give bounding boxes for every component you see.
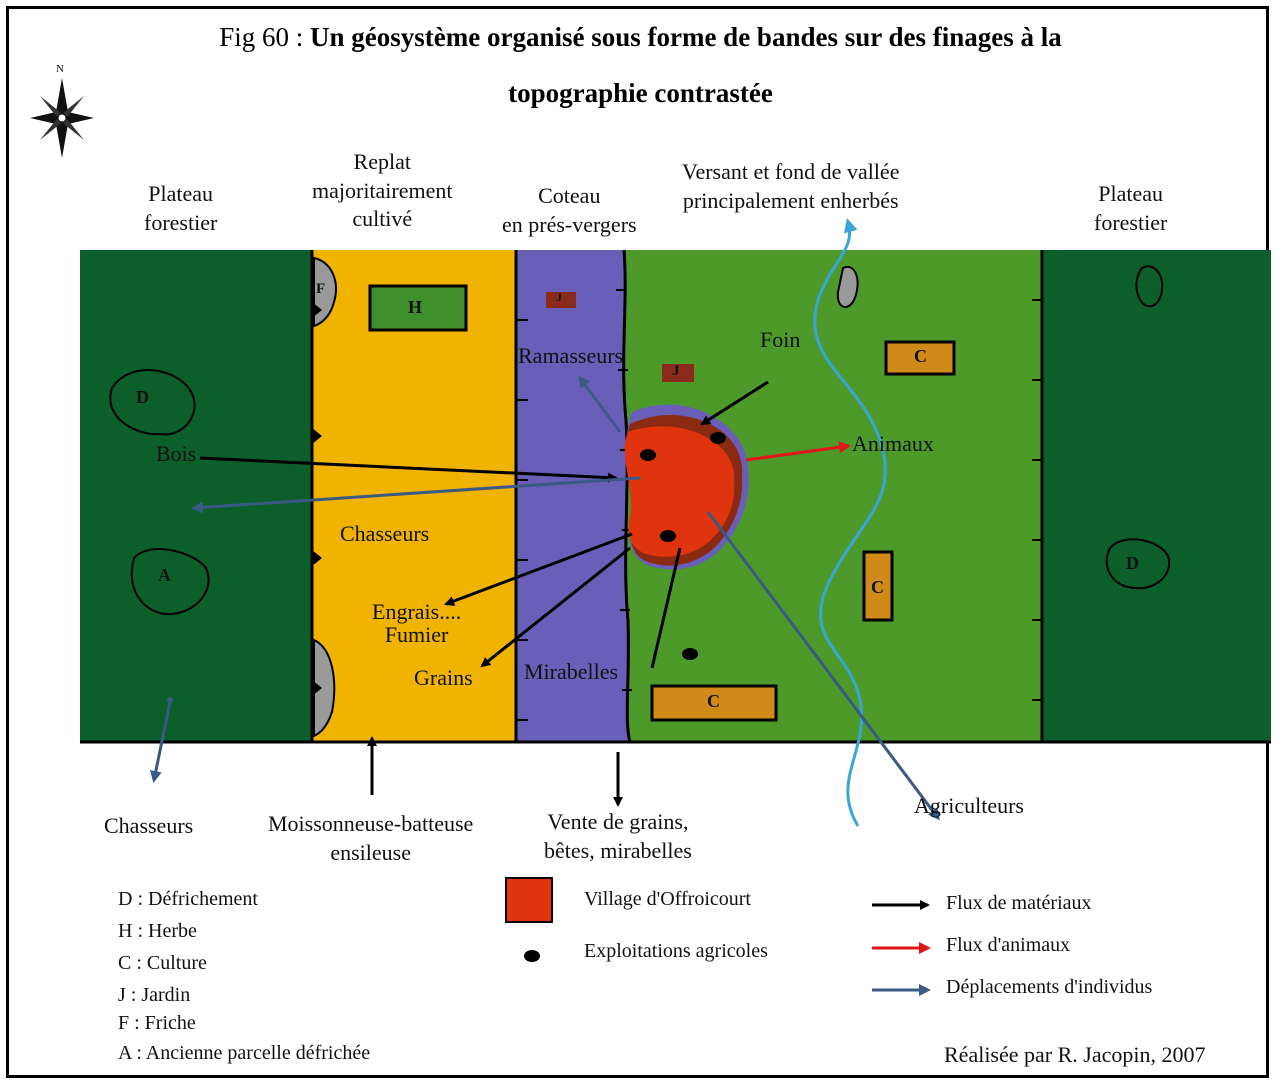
label-moissonneuse-line: ensileuse — [330, 839, 411, 865]
legend-farm-dot — [524, 950, 540, 962]
band-borders — [80, 249, 1271, 744]
figure-title-bold-2: topographie contrastée — [508, 78, 773, 108]
plot-culture — [650, 684, 778, 722]
chasseurs-origin-dot — [167, 697, 173, 703]
legend-code-item: A : Ancienne parcelle défrichée — [118, 1042, 371, 1064]
zone-label-line: majoritairement — [312, 177, 453, 203]
clearing-a — [131, 548, 210, 616]
compass-rose-icon — [30, 78, 94, 158]
band-plateau-left — [80, 250, 314, 742]
flows-materials — [199, 380, 769, 807]
clearing-small — [1135, 265, 1164, 308]
legend-flow-people-label: Déplacements d'individus — [946, 976, 1153, 998]
zone-label-line: Replat — [353, 149, 411, 174]
label-engrais-line: Engrais.... — [372, 599, 462, 624]
band-coteau — [516, 250, 630, 742]
plot-herbe — [368, 284, 468, 332]
label-mirabelles: Mirabelles — [524, 659, 619, 684]
figure-title-bold: Un géosystème organisé sous forme de ban… — [310, 22, 1062, 52]
zone-label-line: Plateau — [148, 181, 214, 206]
zone-label-line: Versant et fond de vallée — [682, 159, 900, 184]
figure-title-line2: topographie contrastée — [0, 78, 1281, 109]
label-grains: Grains — [414, 665, 473, 690]
label-animaux: Animaux — [852, 431, 934, 456]
zone-label-line: en prés-vergers — [502, 211, 637, 237]
friche-patch — [313, 638, 336, 738]
figure-title-line1: Fig 60 : Un géosystème organisé sous for… — [0, 22, 1281, 53]
label-ramasseurs: Ramasseurs — [518, 343, 624, 368]
credit-line: Réalisée par R. Jacopin, 2007 — [944, 1042, 1206, 1067]
plot-label-c: C — [871, 577, 884, 597]
zone-label-line: Coteau — [538, 183, 601, 208]
plot-label-h: H — [408, 297, 423, 317]
legend-farms-label: Exploitations agricoles — [584, 940, 768, 962]
plot-culture — [862, 550, 894, 622]
zone-label-line: principalement enherbés — [682, 187, 899, 213]
zone-label-replat: Replat majoritairement cultivé — [312, 148, 453, 234]
label-engrais-line: Fumier — [384, 622, 449, 648]
label-chasseurs-mid: Chasseurs — [340, 521, 430, 546]
legend-village-label: Village d'Offroicourt — [584, 888, 751, 910]
label-bois: Bois — [156, 441, 197, 466]
legend-flow-materials-label: Flux de matériaux — [946, 892, 1092, 914]
zone-label-versant: Versant et fond de vallée principalement… — [682, 158, 899, 215]
flow-animals — [745, 441, 851, 462]
plot-culture — [884, 340, 956, 376]
label-moissonneuse-line: Moissonneuse-batteuse — [268, 811, 474, 836]
zone-label-coteau: Coteau en prés-vergers — [502, 182, 637, 239]
plot-jardin — [662, 364, 694, 382]
legend-code-item: C : Culture — [118, 952, 207, 974]
zone-label-line: forestier — [144, 209, 218, 235]
compass-north-label: N — [56, 63, 64, 75]
zone-label-plateau-right: Plateau forestier — [1094, 180, 1167, 237]
band-plateau-right — [1042, 250, 1271, 742]
plot-label-c: C — [914, 346, 927, 366]
zone-label-line: cultivé — [352, 206, 413, 232]
zone-label-line: forestier — [1094, 209, 1168, 235]
label-vente-line: Vente de grains, — [547, 809, 689, 834]
plot-label-j: J — [672, 363, 680, 379]
friche-patch — [836, 265, 859, 308]
plot-label-f: F — [316, 281, 326, 297]
plot-jardin — [546, 292, 576, 308]
label-foin: Foin — [760, 327, 801, 352]
legend-code-item: J : Jardin — [118, 984, 191, 1006]
label-moissonneuse: Moissonneuse-batteuse ensileuse — [268, 810, 473, 867]
legend-village-swatch — [505, 877, 553, 923]
legend-code-item: H : Herbe — [118, 920, 197, 942]
figure-number: Fig 60 : — [219, 22, 310, 52]
label-chasseurs-bottom: Chasseurs — [104, 813, 194, 838]
legend-code-item: F : Friche — [118, 1012, 196, 1034]
forest-edge-notches — [312, 302, 322, 696]
flows-people — [149, 375, 940, 821]
legend-code-item: D : Défrichement — [118, 888, 258, 910]
plot-label-j: J — [556, 290, 562, 304]
label-engrais: Engrais.... Fumier — [372, 600, 461, 646]
plot-label-c: C — [707, 691, 720, 711]
zone-label-plateau-left: Plateau forestier — [144, 180, 217, 237]
clearing-d-left — [109, 369, 196, 436]
label-vente: Vente de grains, bêtes, mirabelles — [544, 808, 692, 865]
label-vente-line: bêtes, mirabelles — [544, 837, 692, 863]
legend-flow-animals-label: Flux d'animaux — [946, 934, 1071, 956]
plot-label-d: D — [1126, 553, 1139, 573]
zone-label-line: Plateau — [1098, 181, 1164, 206]
label-agriculteurs: Agriculteurs — [914, 793, 1024, 818]
farm-dots — [640, 432, 726, 660]
clearing-d-right — [1105, 538, 1171, 590]
plot-label-a: A — [158, 565, 171, 585]
plot-label-d: D — [136, 387, 149, 407]
